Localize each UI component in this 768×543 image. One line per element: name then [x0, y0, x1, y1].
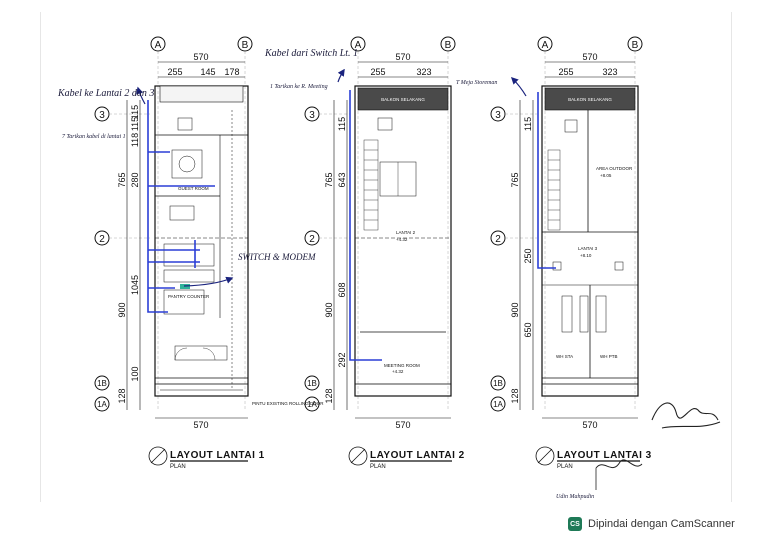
- dim-vertical: 115: [523, 117, 533, 131]
- room-label-wh-ptb: WH PTB: [600, 354, 618, 359]
- dim-bottom: 570: [395, 420, 410, 430]
- plan-subtitle: PLAN: [370, 464, 386, 470]
- dim-vertical: 118: [130, 133, 140, 147]
- row-label-3: 3: [309, 110, 315, 121]
- dim-vertical: 250: [523, 248, 533, 263]
- note-kabel-dari-switch: Kabel dari Switch Lt. 1: [264, 48, 358, 59]
- room-label-lantai-3: LANTAI 3: [578, 246, 598, 251]
- room-label-pantry: PANTRY COUNTER: [168, 294, 210, 299]
- note-meja-storeman: T Meja Storeman: [456, 80, 497, 86]
- plan-subtitle: PLAN: [170, 464, 186, 470]
- note-kabel-ke-lantai: Kabel ke Lantai 2 dan 3: [57, 88, 154, 99]
- row-label-3: 3: [495, 110, 501, 121]
- dim-vertical: 765: [324, 172, 334, 187]
- plan-lantai-2: A B 570 255 323 BALKON SELAKANG LANTAI 2…: [304, 36, 465, 470]
- room-label-door: PINTU EXISTING ROLLING DOOR: [252, 401, 324, 406]
- row-label-1a: 1A: [307, 400, 317, 409]
- dim-width-part: 255: [558, 67, 573, 77]
- cable-route-lantai-1: [147, 100, 215, 313]
- cable-route-lantai-2: [349, 90, 382, 361]
- axis-label-a: A: [542, 40, 549, 51]
- room-label-wh-sta: WH STA: [556, 354, 573, 359]
- row-label-1b: 1B: [307, 379, 317, 388]
- room-elevation: +8.10: [580, 253, 592, 258]
- room-elevation: +4.32: [392, 369, 404, 374]
- signer-name: Udin Mahpudin: [556, 494, 594, 500]
- axis-label-b: B: [445, 40, 452, 51]
- signature-scribble: [651, 402, 721, 429]
- axis-label-b: B: [242, 40, 249, 51]
- room-label-guest: GUEST ROOM: [178, 186, 209, 191]
- dim-width-part: 145: [200, 67, 215, 77]
- scanner-watermark: CS Dipindai dengan CamScanner: [568, 516, 735, 532]
- dim-vertical: 128: [324, 388, 334, 403]
- dim-bottom: 570: [582, 420, 597, 430]
- room-elevation: +4.32: [396, 237, 408, 242]
- cable-route-lantai-3: [537, 92, 556, 269]
- dim-width-total: 570: [193, 52, 208, 62]
- room-label-balcony: BALKON SELAKANG: [381, 97, 425, 102]
- row-label-1b: 1B: [493, 379, 503, 388]
- dim-width-part: 178: [224, 67, 239, 77]
- dim-vertical: 608: [337, 282, 347, 297]
- dim-vertical: 650: [523, 322, 533, 337]
- dim-vertical: 765: [510, 172, 520, 187]
- row-label-2: 2: [495, 234, 501, 245]
- dim-vertical: 900: [117, 302, 127, 317]
- note-tarikan-meeting: 1 Tarikan ke R. Meeting: [270, 84, 328, 90]
- dim-vertical: 100: [130, 366, 140, 381]
- note-switch-modem: SWITCH & MODEM: [238, 252, 316, 262]
- plan-title: LAYOUT LANTAI 1: [170, 450, 265, 461]
- axis-label-a: A: [355, 40, 362, 51]
- dim-vertical: 115: [130, 117, 140, 131]
- plan-lantai-3: A B 570 255 323 BALKON SELAKANG AREA OUT…: [490, 36, 652, 470]
- dim-width-total: 570: [582, 52, 597, 62]
- plan-lantai-1: A B 570 255 145 178 GUEST ROOM PANTRY: [94, 36, 324, 470]
- row-label-2: 2: [99, 234, 105, 245]
- dim-vertical: 128: [117, 388, 127, 403]
- row-label-1a: 1A: [493, 400, 503, 409]
- plan-subtitle: PLAN: [557, 464, 573, 470]
- dim-width-part: 323: [602, 67, 617, 77]
- row-label-1b: 1B: [97, 379, 107, 388]
- plan-title: LAYOUT LANTAI 3: [557, 450, 652, 461]
- dim-bottom: 570: [193, 420, 208, 430]
- camscanner-logo: CS: [568, 517, 582, 531]
- dim-vertical: 115: [337, 117, 347, 131]
- note-tarikan-lantai-1: 7 Tarikan kabel di lantai 1: [62, 134, 126, 140]
- dim-vertical: 292: [337, 352, 347, 367]
- dim-vertical: 765: [117, 172, 127, 187]
- row-label-3: 3: [99, 110, 105, 121]
- dim-width-part: 255: [167, 67, 182, 77]
- dim-vertical: 280: [130, 172, 140, 187]
- watermark-text: Dipindai dengan CamScanner: [588, 518, 735, 530]
- dim-vertical: 900: [510, 302, 520, 317]
- row-label-1a: 1A: [97, 400, 107, 409]
- row-label-2: 2: [309, 234, 315, 245]
- axis-label-b: B: [632, 40, 639, 51]
- room-label-outdoor: AREA OUTDOOR: [596, 166, 633, 171]
- room-label-meeting: MEETING ROOM: [384, 363, 420, 368]
- room-elevation: +8.05: [600, 173, 612, 178]
- dim-vertical: 128: [510, 388, 520, 403]
- dim-vertical: 1045: [130, 275, 140, 295]
- room-label-lantai-2: LANTAI 2: [396, 230, 416, 235]
- plan-title: LAYOUT LANTAI 2: [370, 450, 465, 461]
- dim-vertical: 115: [130, 105, 140, 119]
- dim-vertical: 900: [324, 302, 334, 317]
- dim-width-total: 570: [395, 52, 410, 62]
- axis-label-a: A: [155, 40, 162, 51]
- signature-scribble: [595, 459, 643, 469]
- room-label-balcony: BALKON SELAKANG: [568, 97, 612, 102]
- handwritten-notes: Kabel ke Lantai 2 dan 3 7 Tarikan kabel …: [57, 48, 721, 500]
- dim-width-part: 255: [370, 67, 385, 77]
- dim-width-part: 323: [416, 67, 431, 77]
- dim-vertical: 643: [337, 172, 347, 187]
